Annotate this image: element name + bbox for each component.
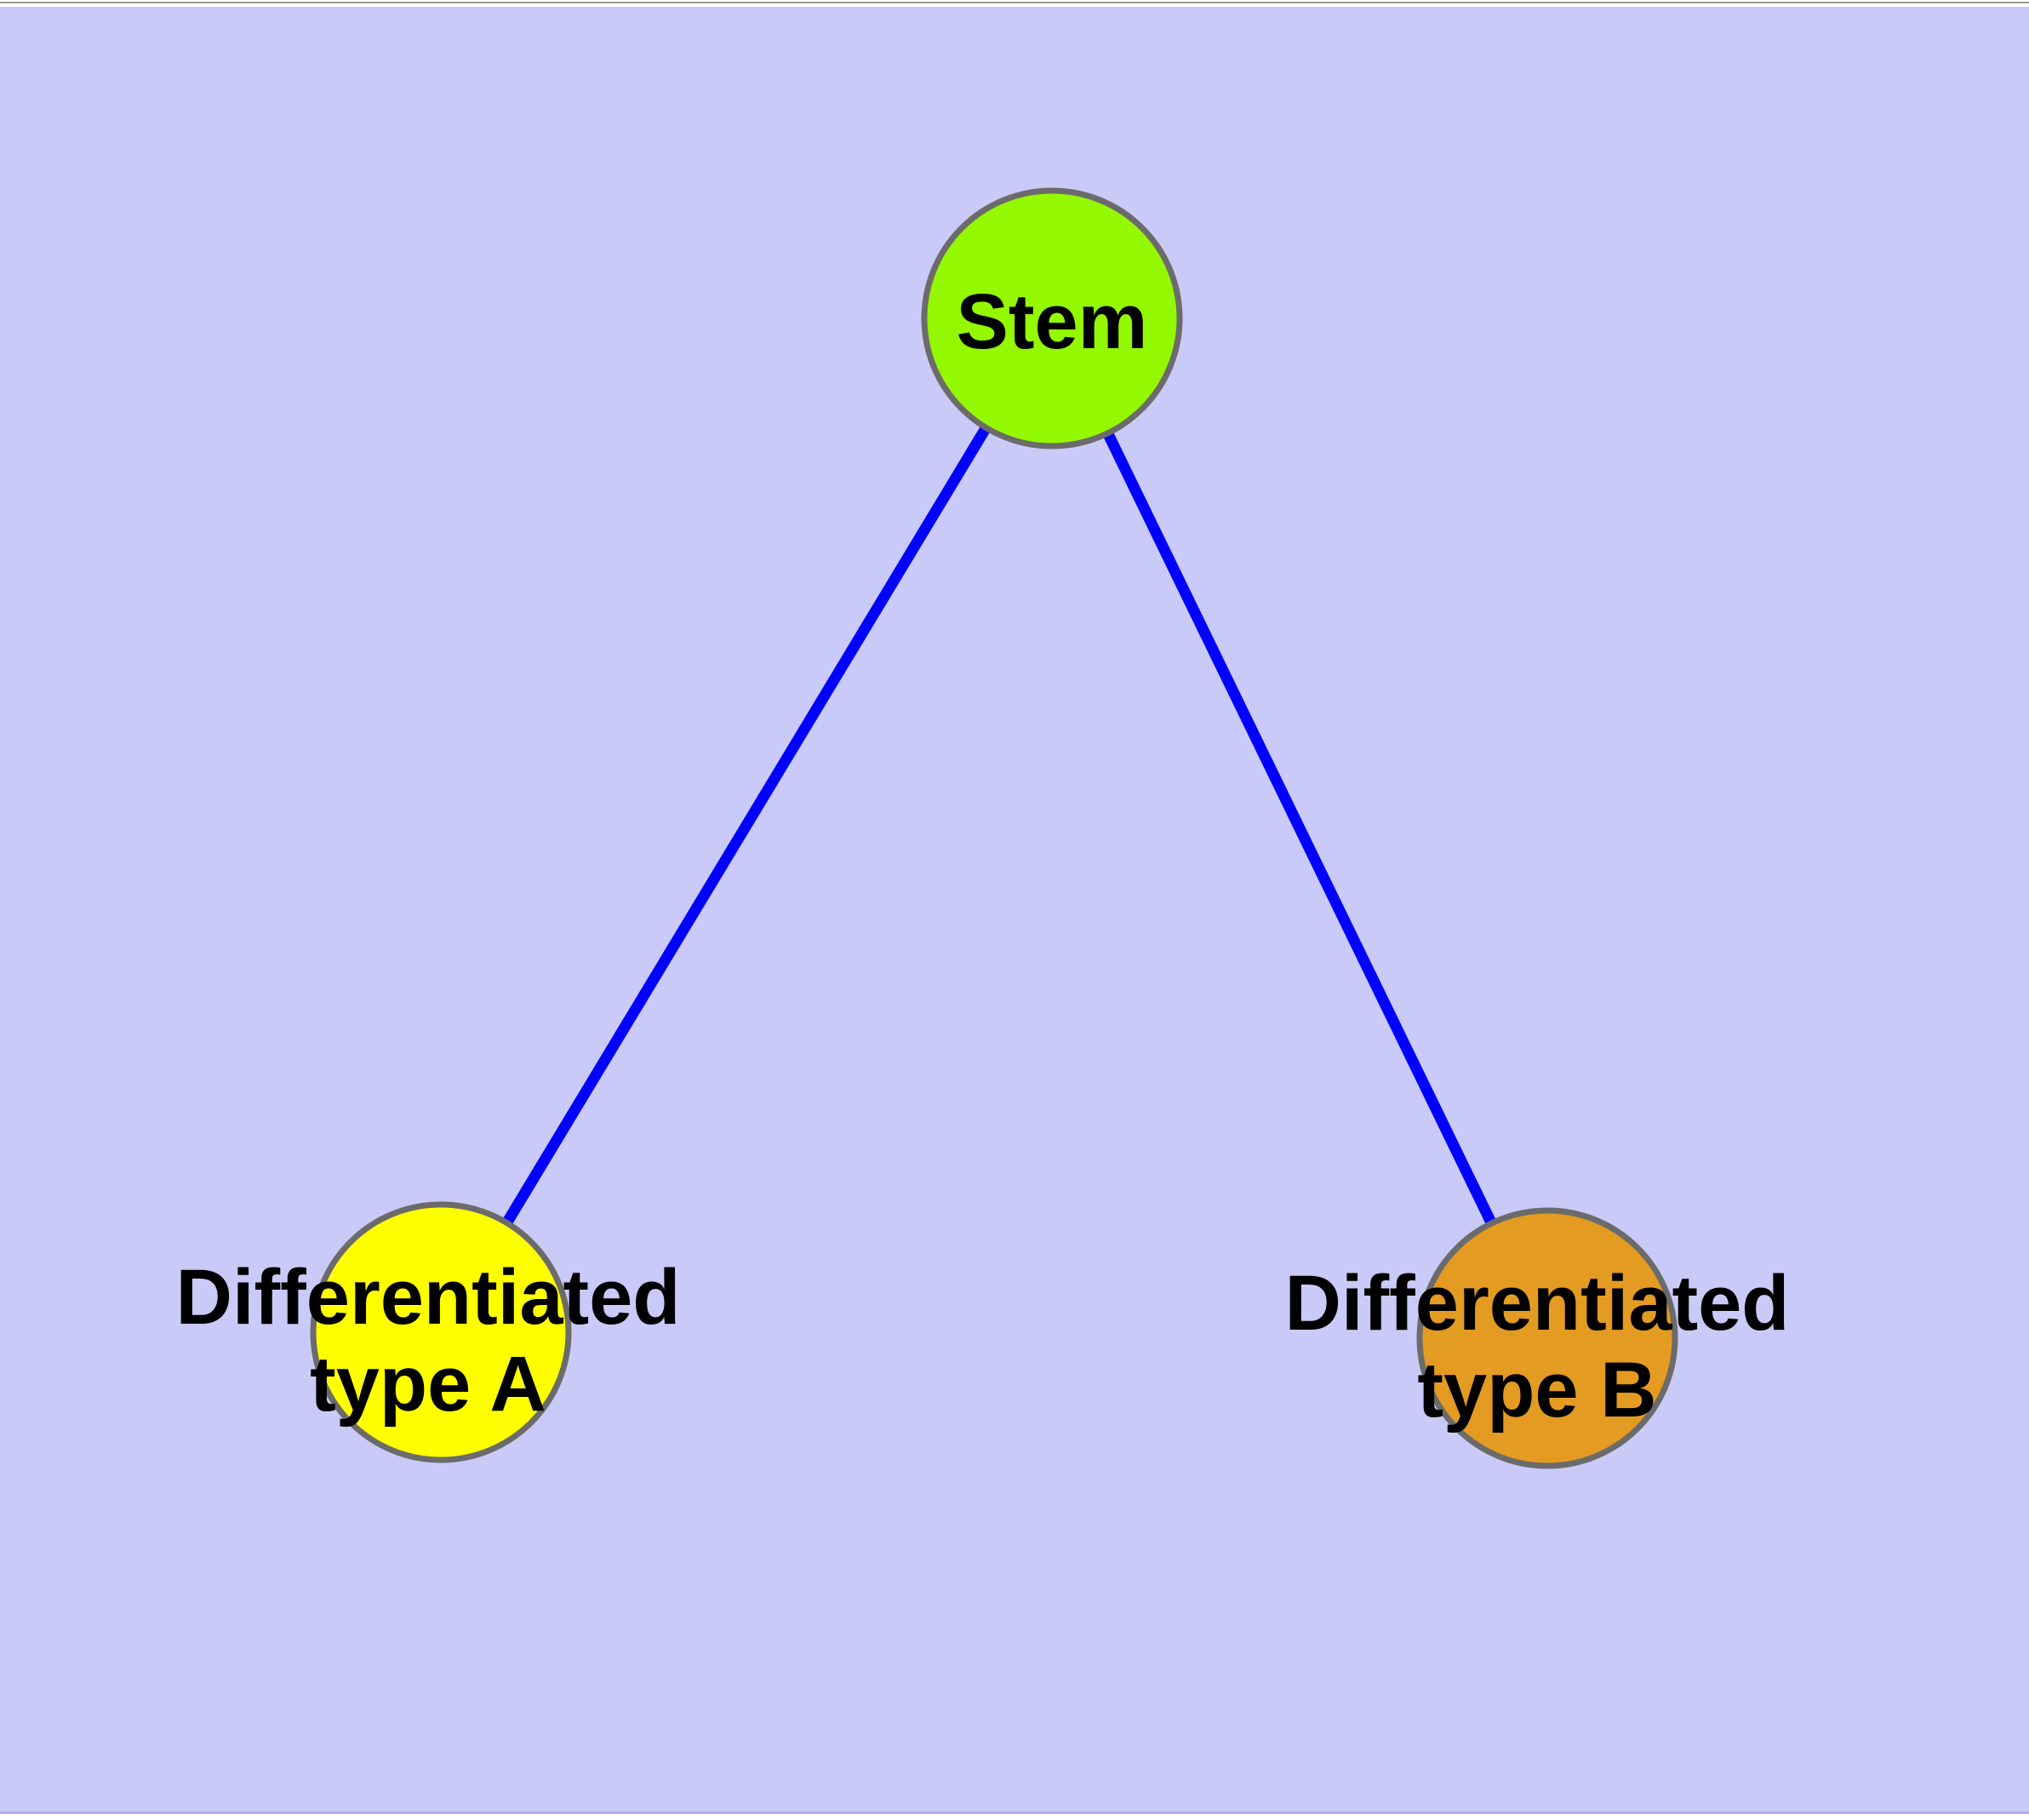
- window-border-bottom: [0, 1811, 2029, 1814]
- node-type-b-label-line1: Differentiated: [1285, 1260, 1790, 1347]
- node-type-a-label-line1: Differentiated: [176, 1254, 681, 1341]
- edge-stem-to-type-a: [436, 315, 1057, 1336]
- node-differentiated-type-a: [310, 1201, 572, 1463]
- node-stem-label: Stem: [957, 278, 1148, 365]
- edge-stem-to-type-b: [1047, 316, 1552, 1341]
- window-border-top: [0, 2, 2029, 3]
- node-type-a-label-line2: type A: [310, 1341, 546, 1428]
- node-differentiated-type-b: [1416, 1207, 1678, 1469]
- node-stem: [921, 187, 1183, 449]
- node-type-b-label-line2: type B: [1417, 1347, 1656, 1434]
